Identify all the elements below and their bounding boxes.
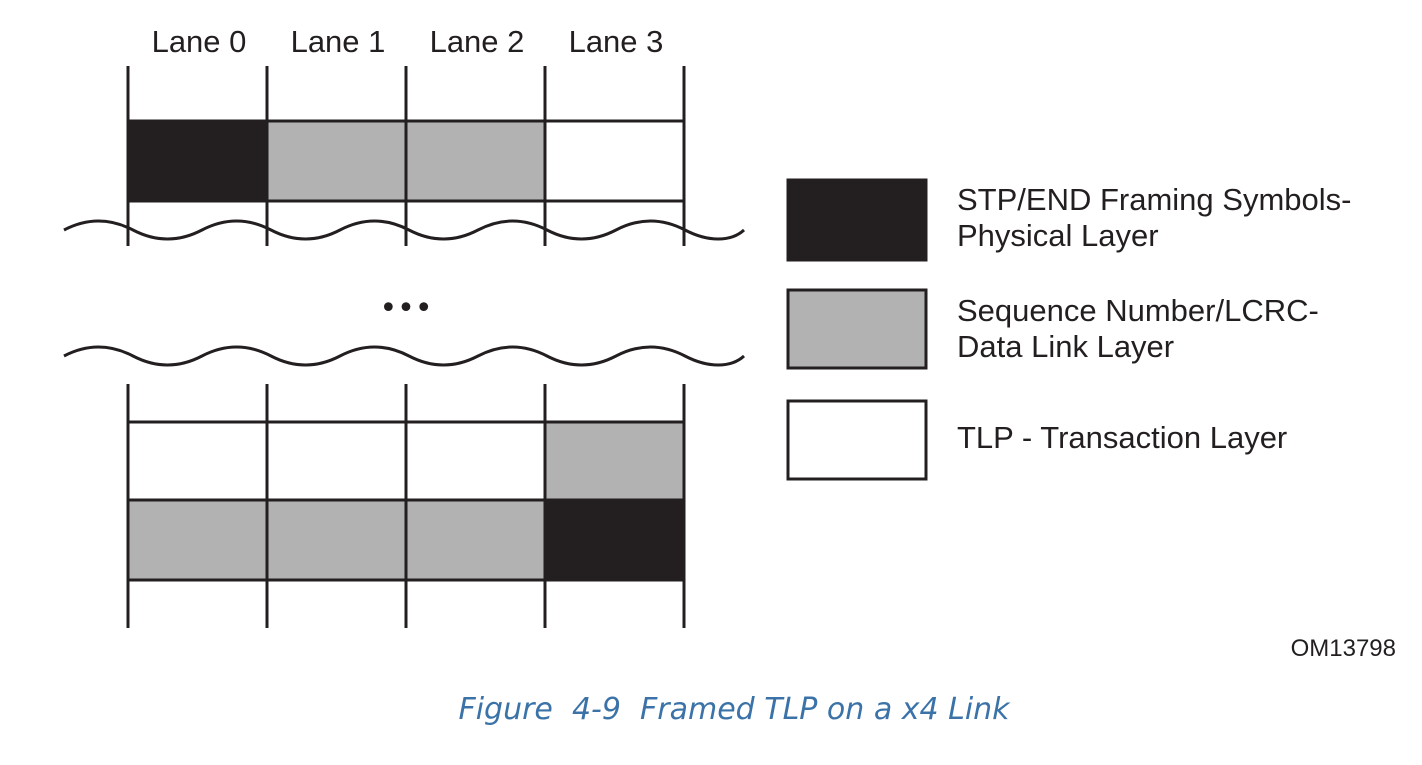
bottom-row1-cell-lane-1 [265, 420, 408, 502]
legend-swatch-tlp [786, 399, 928, 481]
break-wave-bottom [63, 345, 746, 367]
lane-label-0: Lane 0 [152, 24, 247, 59]
legend-label-link-line2: Data Link Layer [957, 329, 1174, 364]
bottom-row1-cell-lane-2 [404, 420, 547, 502]
figure-caption: Figure 4-9 Framed TLP on a x4 Link [458, 692, 1011, 727]
legend-label-link-line1: Sequence Number/LCRC- [957, 293, 1319, 328]
bottom-row2-cell-lane-3 [543, 498, 686, 582]
bottom-row1-cell-lane-0 [126, 420, 269, 502]
lane-label-1: Lane 1 [291, 24, 386, 59]
bottom-row2-cell-lane-1 [265, 498, 408, 582]
bottom-row2-cell-lane-0 [126, 498, 269, 582]
legend: STP/END Framing Symbols- Physical Layer … [786, 178, 1351, 481]
top-cell-lane-0 [126, 119, 269, 203]
top-cell-lane-1 [265, 119, 408, 203]
bottom-row1-cell-lane-3 [543, 420, 686, 502]
legend-label-tlp-line1: TLP - Transaction Layer [957, 420, 1287, 455]
legend-label-framing-line2: Physical Layer [957, 218, 1159, 253]
legend-swatch-framing [786, 178, 928, 262]
figure-id: OM13798 [1291, 635, 1396, 662]
bottom-lane-lines [126, 384, 686, 628]
top-cell-lane-2 [404, 119, 547, 203]
lane-label-3: Lane 3 [569, 24, 664, 59]
top-cell-lane-3 [543, 119, 686, 203]
legend-swatch-link [786, 288, 928, 370]
top-symbol-row [126, 119, 686, 203]
lane-label-2: Lane 2 [430, 24, 525, 59]
ellipsis: ••• [379, 291, 432, 326]
bottom-row2-cell-lane-2 [404, 498, 547, 582]
break-wave-top [63, 219, 746, 241]
legend-label-framing-line1: STP/END Framing Symbols- [957, 182, 1351, 217]
top-lane-lines [126, 66, 686, 246]
